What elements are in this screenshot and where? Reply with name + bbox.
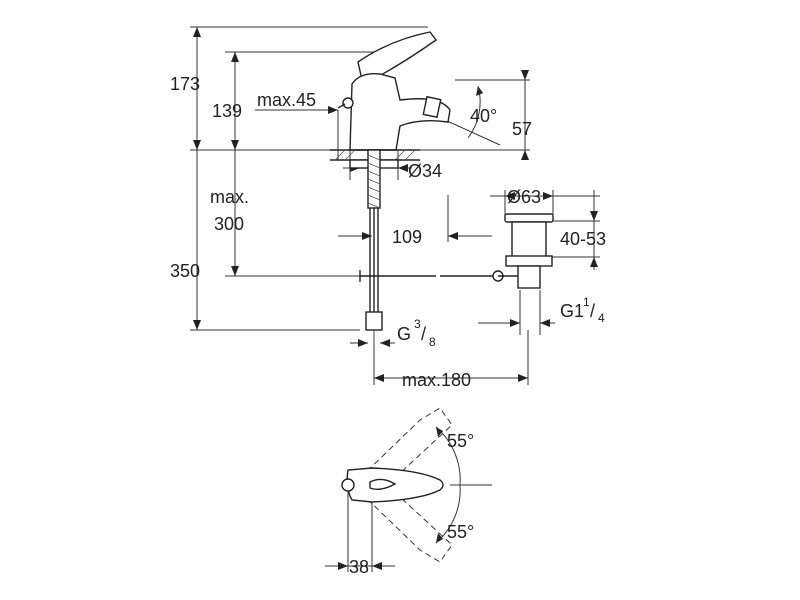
waste-tail bbox=[517, 265, 541, 289]
dim-diameter-34: Ø34 bbox=[408, 161, 442, 181]
dim-139: 139 bbox=[212, 101, 242, 121]
dim-g38-main: G bbox=[397, 324, 411, 344]
dim-57: 57 bbox=[512, 119, 532, 139]
dim-g114-slash: / bbox=[590, 301, 595, 321]
dim-109: 109 bbox=[392, 227, 422, 247]
dim-angle-40: 40° bbox=[470, 106, 497, 126]
hose-connector bbox=[365, 311, 383, 331]
dim-max-label: max. bbox=[210, 187, 249, 207]
dim-max180: max.180 bbox=[402, 370, 471, 390]
dim-g114-num: 1 bbox=[583, 295, 590, 309]
dim-g114-den: 4 bbox=[598, 311, 605, 325]
faucet-lever bbox=[357, 31, 437, 81]
waste-nut bbox=[505, 255, 553, 267]
plan-popup-knob bbox=[341, 478, 355, 492]
dim-g114-main: G1 bbox=[560, 301, 584, 321]
dim-300: 300 bbox=[214, 214, 244, 234]
dim-max45: max.45 bbox=[257, 90, 316, 110]
waste-flange bbox=[504, 213, 554, 223]
popup-knob bbox=[342, 97, 354, 109]
dim-angle-55-bottom: 55° bbox=[447, 522, 474, 542]
dim-g38-slash: / bbox=[421, 324, 426, 344]
dim-350: 350 bbox=[170, 261, 200, 281]
dim-g38-num: 3 bbox=[414, 317, 421, 331]
plan-lever bbox=[346, 467, 444, 503]
dim-173: 173 bbox=[170, 74, 200, 94]
dim-diameter-63: Ø63 bbox=[507, 187, 541, 207]
dim-angle-55-top: 55° bbox=[447, 431, 474, 451]
dim-38: 38 bbox=[349, 557, 369, 577]
dim-40-53: 40-53 bbox=[560, 229, 606, 249]
dim-g38-den: 8 bbox=[429, 335, 436, 349]
faucet-spout bbox=[422, 95, 442, 119]
